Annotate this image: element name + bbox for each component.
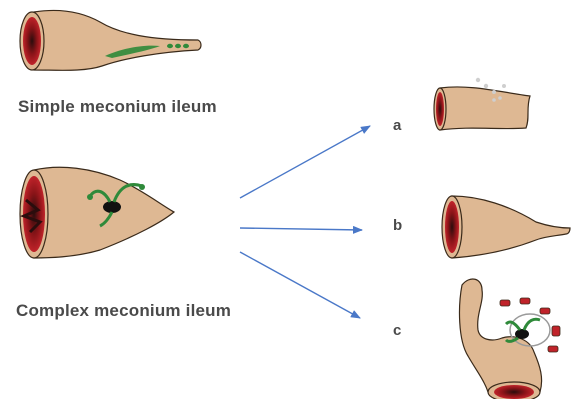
outcome-label-a: a bbox=[393, 117, 401, 134]
outcome-label-b: b bbox=[393, 217, 402, 234]
simple-meconium-ileum-caption: Simple meconium ileum bbox=[18, 97, 217, 117]
arrow-to-b bbox=[240, 228, 362, 230]
meconium-pellet bbox=[167, 44, 173, 48]
outcome-label-c: c bbox=[393, 322, 401, 339]
complex-meconium-ileum-caption: Complex meconium ileum bbox=[16, 301, 231, 321]
complex-meconium-ileum-bowel bbox=[20, 167, 174, 258]
arrow-to-a bbox=[240, 126, 370, 198]
meconium-pellet bbox=[183, 44, 189, 48]
outcome-b-bowel bbox=[442, 196, 570, 258]
outcome-a-bowel bbox=[434, 78, 530, 130]
arrow-to-c bbox=[240, 252, 360, 318]
meconium-pellet bbox=[175, 44, 181, 48]
outcome-c-bowel bbox=[460, 279, 560, 399]
simple-meconium-ileum-bowel bbox=[20, 10, 201, 70]
